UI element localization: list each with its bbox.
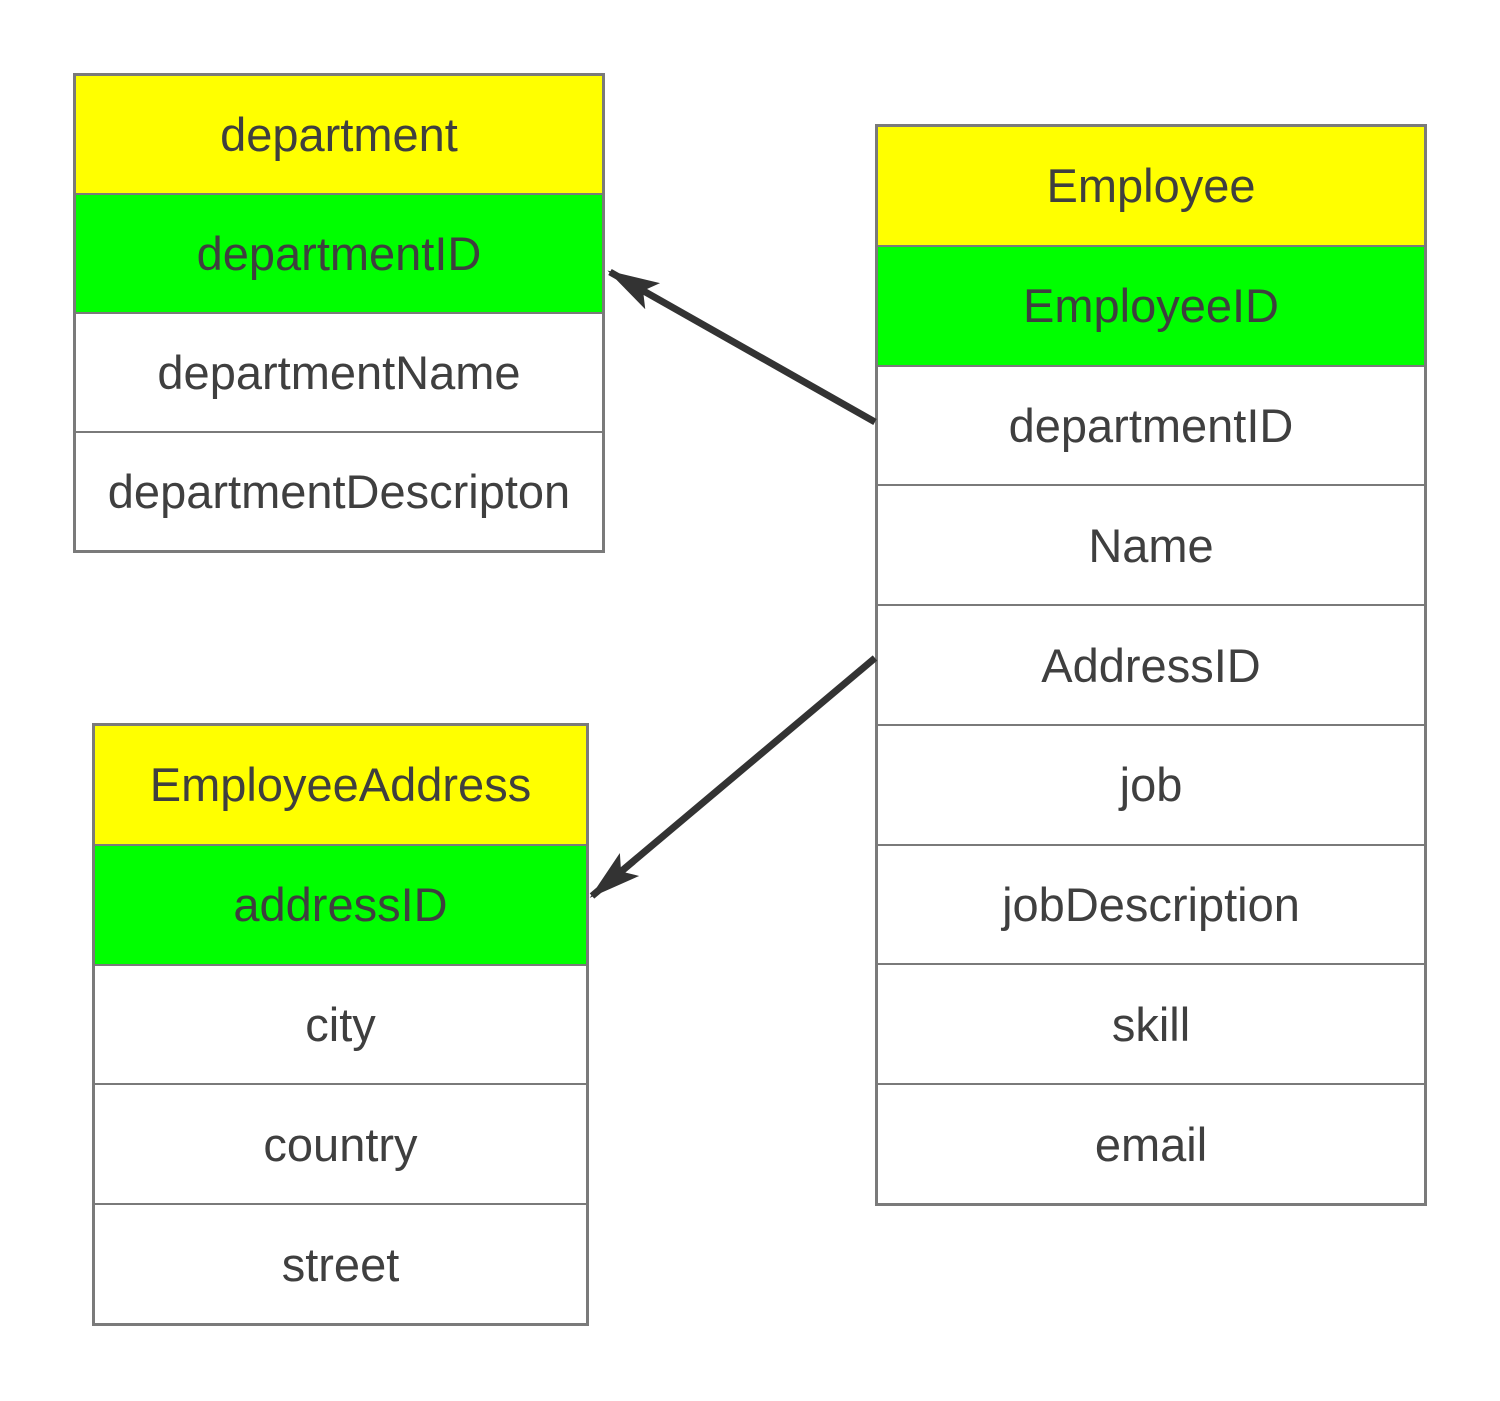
table-employee-address: EmployeeAddress addressID city country s…: [92, 723, 589, 1326]
table-employee-row-email: email: [878, 1085, 1424, 1204]
table-employee-title: Employee: [878, 127, 1424, 247]
table-employee-address-row-city: city: [95, 965, 586, 1086]
table-employee-address-row-street: street: [95, 1205, 586, 1323]
arrow-employee-addressid-to-employeeaddress: [589, 655, 878, 899]
table-employee-row-jobdescription: jobDescription: [878, 845, 1424, 966]
table-employee-address-row-country: country: [95, 1085, 586, 1206]
table-employee-address-row-addressid: addressID: [95, 845, 586, 966]
table-department-row-departmentid: departmentID: [76, 195, 602, 314]
table-department-row-departmentdescripton: departmentDescripton: [76, 433, 602, 550]
table-employee-row-skill: skill: [878, 965, 1424, 1086]
table-employee-row-employeeid: EmployeeID: [878, 246, 1424, 367]
table-employee-row-name: Name: [878, 486, 1424, 607]
arrow-employee-departmentid-to-department: [607, 268, 877, 426]
table-department-title: department: [76, 76, 602, 195]
table-employee: Employee EmployeeID departmentID Name Ad…: [875, 124, 1427, 1206]
table-employee-address-title: EmployeeAddress: [95, 726, 586, 846]
table-employee-row-addressid: AddressID: [878, 606, 1424, 726]
table-employee-row-departmentid: departmentID: [878, 366, 1424, 487]
table-department: department departmentID departmentName d…: [73, 73, 605, 553]
table-department-row-departmentname: departmentName: [76, 314, 602, 433]
table-employee-row-job: job: [878, 725, 1424, 846]
